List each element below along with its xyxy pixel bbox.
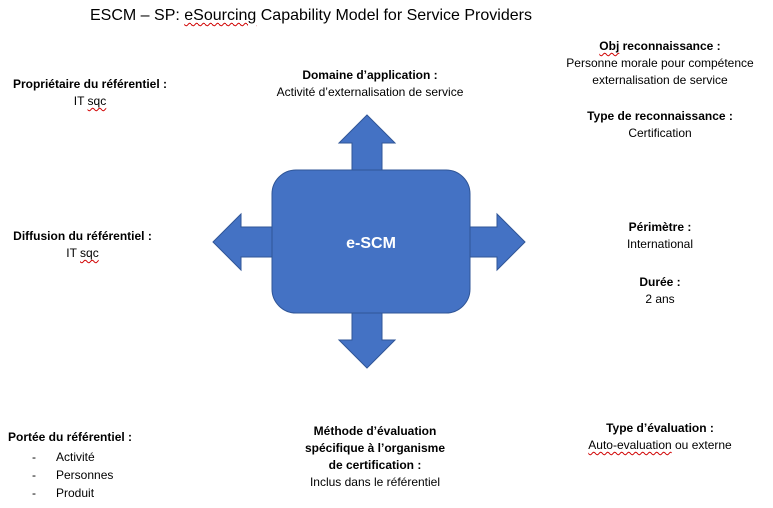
recognition-block: Obj reconnaissance : Personne morale pou…	[545, 38, 773, 89]
center-box	[271, 169, 471, 314]
arrow-left	[212, 212, 274, 272]
method-line2: spécifique à l’organisme	[304, 441, 446, 455]
perimeter-text: International	[626, 237, 694, 251]
method-line1: Méthode d’évaluation	[313, 424, 437, 438]
recognition-line2: externalisation de service	[592, 73, 728, 87]
diffusion-text: IT sqc	[0, 245, 165, 262]
evaluation-type-text-rest: ou externe	[671, 438, 732, 452]
diffusion-heading: Diffusion du référentiel :	[13, 229, 152, 243]
owner-text-squiggle: sqc	[87, 94, 107, 108]
title-prefix: ESCM – SP:	[90, 7, 185, 24]
diffusion-text-plain: IT	[66, 246, 81, 260]
evaluation-type-block: Type d’évaluation : Auto-evaluation ou e…	[560, 420, 760, 454]
method-line3: de certification :	[328, 458, 422, 472]
recognition-heading: Obj reconnaissance :	[545, 38, 773, 55]
center-label: e-SCM	[346, 235, 396, 252]
coverage-item: Personnes	[8, 466, 208, 484]
diagram-title: ESCM – SP: eSourcing Capability Model fo…	[90, 7, 532, 25]
recognition-line1: Personne morale pour compétence	[566, 56, 754, 70]
owner-heading: Propriétaire du référentiel :	[12, 77, 168, 91]
recognition-heading-rest: reconnaissance :	[619, 39, 721, 53]
recognition-type-block: Type de reconnaissance : Certification	[545, 108, 773, 142]
evaluation-type-text: Auto-evaluation ou externe	[560, 437, 760, 454]
coverage-item: Produit	[8, 484, 208, 502]
scope-block: Domaine d’application : Activité d’exter…	[240, 67, 500, 101]
duration-heading: Durée :	[639, 275, 681, 289]
duration-text: 2 ans	[645, 292, 675, 306]
method-block: Méthode d’évaluation spécifique à l’orga…	[265, 423, 485, 491]
owner-text-plain: IT	[73, 94, 88, 108]
diffusion-text-squiggle: sqc	[80, 246, 99, 260]
scope-heading: Domaine d’application :	[302, 68, 438, 82]
recognition-type-heading: Type de reconnaissance :	[587, 109, 733, 123]
arrow-right	[469, 212, 526, 272]
evaluation-type-heading: Type d’évaluation :	[606, 421, 714, 435]
owner-text: IT sqc	[0, 93, 180, 110]
arrow-down	[337, 311, 397, 369]
recognition-heading-squiggle: Obj	[599, 39, 620, 53]
title-highlighted: eSourcing	[184, 7, 257, 24]
method-text: Inclus dans le référentiel	[309, 475, 441, 489]
diffusion-block: Diffusion du référentiel : IT sqc	[0, 228, 165, 262]
evaluation-type-text-squiggle: Auto-evaluation	[588, 438, 672, 452]
perimeter-heading: Périmètre :	[628, 220, 692, 234]
scope-text: Activité d’externalisation de service	[276, 85, 464, 99]
recognition-type-text: Certification	[628, 126, 692, 140]
coverage-block: Portée du référentiel : Activité Personn…	[8, 429, 208, 502]
arrow-up	[337, 114, 397, 173]
coverage-heading: Portée du référentiel :	[8, 430, 133, 444]
owner-block: Propriétaire du référentiel : IT sqc	[0, 76, 180, 110]
perimeter-block: Périmètre : International	[600, 219, 720, 253]
title-suffix: Capability Model for Service Providers	[256, 7, 532, 24]
coverage-item: Activité	[8, 448, 208, 466]
duration-block: Durée : 2 ans	[600, 274, 720, 308]
coverage-list: Activité Personnes Produit	[8, 448, 208, 502]
